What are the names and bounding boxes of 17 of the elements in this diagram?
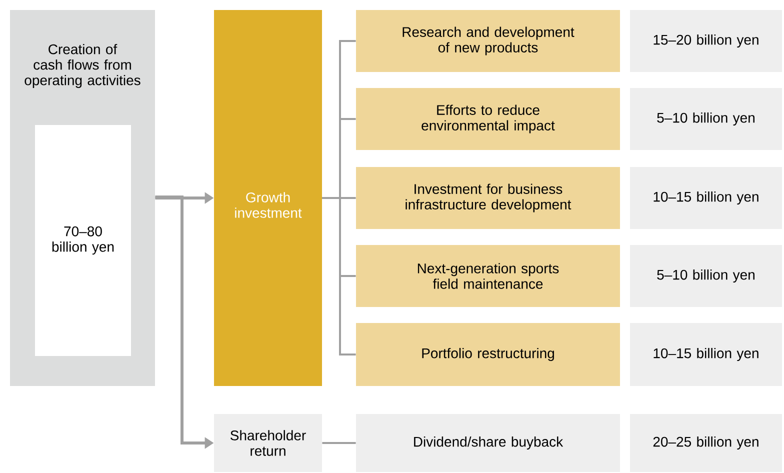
item-box: Dividend/share buyback: [356, 414, 620, 472]
amount-box: 10–15 billion yen: [630, 322, 782, 386]
amount-box: 5–10 billion yen: [630, 88, 782, 150]
amount-box: 5–10 billion yen: [630, 244, 782, 307]
connector-line: [322, 197, 356, 356]
item-box: Research and development of new products: [356, 10, 620, 72]
item-box: Portfolio restructuring: [356, 322, 620, 386]
amount-box: 15–20 billion yen: [630, 10, 782, 72]
connector-line: [322, 442, 356, 444]
item-box: Efforts to reduce environmental impact: [356, 88, 620, 150]
category-box: Growth investment: [214, 10, 322, 386]
item-box: Investment for business infrastructure development: [356, 167, 620, 229]
amount-box: 10–15 billion yen: [630, 167, 782, 229]
amount-box: 70–80 billion yen: [35, 125, 131, 356]
amount-box: 20–25 billion yen: [630, 414, 782, 472]
item-box: Next-generation sports field maintenance: [356, 244, 620, 307]
category-box: Shareholder return: [214, 414, 322, 472]
